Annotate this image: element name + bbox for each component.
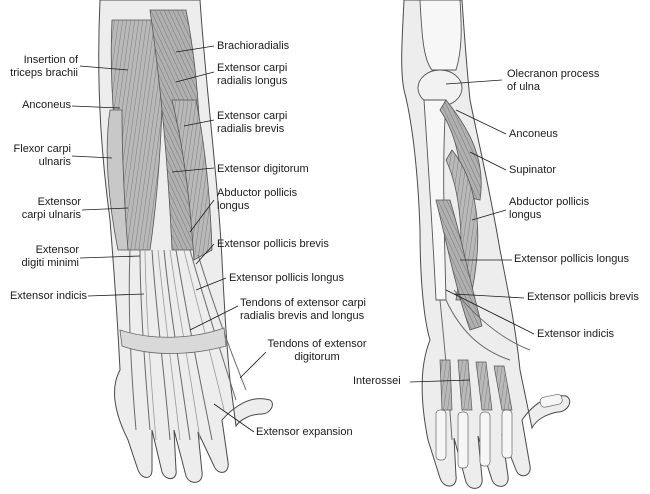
label-extensor-pollicis-brevis-right: Extensor pollicis brevis [527, 291, 639, 303]
label-extensor-digitorum: Extensor digitorum [217, 163, 309, 175]
label-anconeus-left: Anconeus [22, 99, 71, 111]
right-forearm [401, 0, 571, 489]
label-extensor-expansion: Extensor expansion [256, 426, 353, 438]
label-extensor-pollicis-longus-left: Extensor pollicis longus [229, 272, 344, 284]
label-supinator: Supinator [509, 164, 557, 176]
label-extensor-indicis-left: Extensor indicis [9, 290, 87, 302]
left-leader-lines [71, 45, 267, 433]
left-forearm [98, 0, 273, 483]
right-leader-lines [409, 79, 535, 383]
label-interossei: Interossei [353, 375, 401, 387]
label-extensor-pollicis-longus-right: Extensor pollicis longus [514, 253, 629, 265]
label-brachioradialis: Brachioradialis [217, 40, 290, 52]
label-extensor-indicis-right: Extensor indicis [537, 328, 615, 340]
label-extensor-pollicis-brevis-left: Extensor pollicis brevis [217, 238, 329, 250]
label-anconeus-right: Anconeus [509, 128, 558, 140]
